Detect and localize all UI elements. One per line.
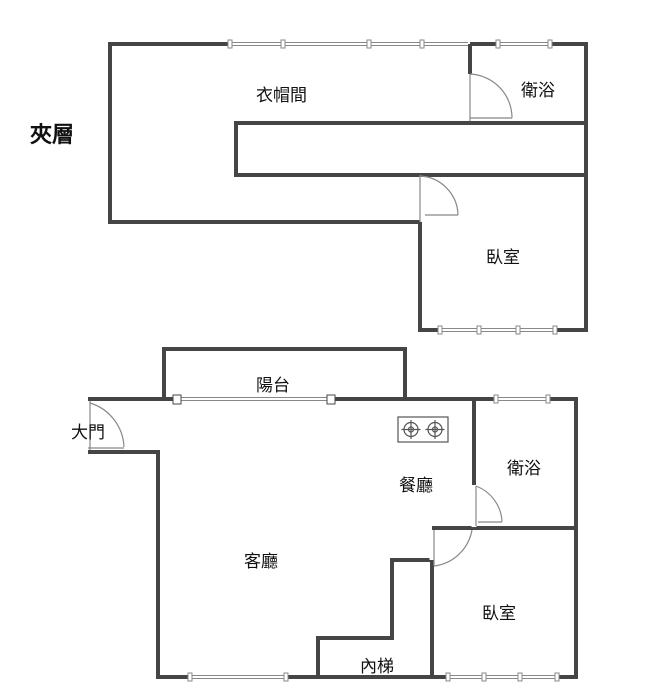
upper-corridor-walls <box>234 121 588 177</box>
room-label-main-door: 大門 <box>71 423 105 443</box>
upper-bath-door <box>469 73 513 122</box>
lower-bath-window <box>493 394 551 404</box>
room-label-upper-bath: 衛浴 <box>521 81 555 101</box>
room-label-stairs: 內梯 <box>360 657 394 677</box>
upper-bedroom-door <box>419 175 459 222</box>
room-label-upper-bedroom: 臥室 <box>486 248 520 268</box>
living-window <box>187 672 289 682</box>
room-label-dining: 餐廳 <box>399 476 433 496</box>
main-entry-door <box>88 401 125 452</box>
main-top-wall <box>88 397 578 530</box>
living-walls <box>88 450 432 679</box>
balcony-sliding-door <box>172 394 336 405</box>
room-label-balcony: 陽台 <box>256 376 290 396</box>
room-label-lower-bedroom: 臥室 <box>482 604 516 624</box>
closet-windows <box>227 39 468 49</box>
upper-floor <box>108 39 588 335</box>
lower-bedroom-window <box>445 672 560 682</box>
lower-bath-door <box>471 485 503 527</box>
section-title: 夾層 <box>30 123 75 148</box>
room-label-lower-bath: 衛浴 <box>507 459 541 479</box>
stair-walls <box>316 558 434 677</box>
room-label-closet: 衣帽間 <box>256 86 307 106</box>
stove-icon <box>397 416 449 443</box>
closet-walls <box>108 42 468 224</box>
room-label-living: 客廳 <box>244 552 278 572</box>
upper-bath-window <box>495 39 553 49</box>
upper-bedroom-window <box>437 325 558 335</box>
lower-bedroom-walls <box>432 528 578 679</box>
lower-floor <box>88 347 578 682</box>
balcony-walls <box>162 347 407 399</box>
lower-bedroom-door <box>429 529 473 567</box>
